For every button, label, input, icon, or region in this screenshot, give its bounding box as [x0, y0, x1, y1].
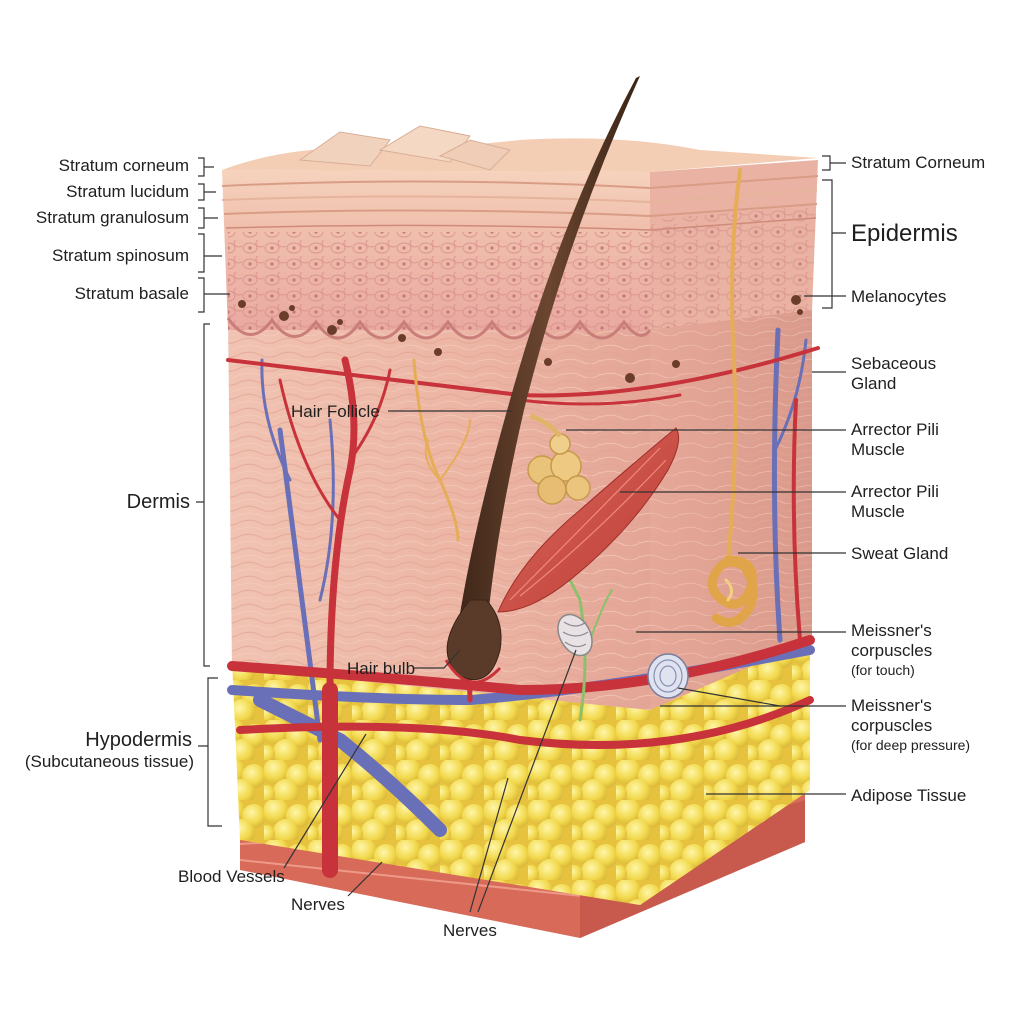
label-hypodermis: Hypodermis	[85, 729, 192, 751]
label-subcutaneous-tissue: (Subcutaneous tissue)	[24, 752, 194, 771]
label-nerves-1: Nerves	[291, 895, 345, 914]
label-dermis: Dermis	[126, 491, 190, 513]
label-arrector-a-line1: Arrector Pili	[851, 420, 939, 439]
label-blood-vessels: Blood Vessels	[178, 867, 285, 886]
label-meissner-a-line2: corpuscles	[851, 641, 933, 660]
label-arrector-pili-a: Arrector Pili Muscle	[851, 420, 939, 460]
label-meissner-b-line3: (for deep pressure)	[851, 737, 971, 753]
pacinian-corpuscle-pressure	[647, 653, 689, 699]
label-meissner-a-line1: Meissner's	[851, 621, 932, 640]
label-stratum-lucidum: Stratum lucidum	[66, 182, 189, 201]
label-stratum-spinosum: Stratum spinosum	[52, 246, 189, 265]
label-sebaceous-line1: Sebaceous	[851, 354, 937, 373]
label-arrector-pili-b: Arrector Pili Muscle	[851, 482, 939, 522]
label-arrector-b-line2: Muscle	[851, 502, 905, 521]
label-melanocytes: Melanocytes	[851, 287, 947, 306]
label-sweat-gland: Sweat Gland	[851, 544, 949, 563]
melanocyte-cells	[238, 295, 803, 383]
label-arrector-b-line1: Arrector Pili	[851, 482, 939, 501]
label-nerves-2: Nerves	[443, 921, 497, 940]
hair-shaft-and-follicle	[444, 76, 640, 684]
label-epidermis: Epidermis	[851, 220, 958, 247]
label-adipose-tissue: Adipose Tissue	[851, 786, 967, 805]
sebaceous-gland	[527, 413, 591, 505]
blood-vessels	[226, 327, 820, 878]
label-hair-bulb: Hair bulb	[347, 659, 416, 678]
label-arrector-a-line2: Muscle	[851, 440, 905, 459]
label-meissner-b-line2: corpuscles	[851, 716, 933, 735]
label-meissner-pressure: Meissner's corpuscles (for deep pressure…	[851, 696, 970, 754]
label-hair-follicle: Hair Follicle	[291, 402, 380, 421]
sweat-gland	[707, 555, 758, 627]
label-meissner-a-line3: (for touch)	[851, 662, 915, 678]
label-meissner-touch: Meissner's corpuscles (for touch)	[851, 621, 932, 679]
label-stratum-corneum-left: Stratum corneum	[58, 156, 189, 175]
nerve-fibers	[412, 168, 742, 722]
label-sebaceous-gland: Sebaceous Gland	[851, 354, 936, 394]
meissner-corpuscle-touch	[557, 613, 593, 657]
label-sebaceous-line2: Gland	[851, 374, 897, 393]
label-stratum-corneum-right: Stratum Corneum	[851, 153, 986, 172]
label-stratum-granulosum: Stratum granulosum	[35, 208, 189, 227]
label-stratum-basale: Stratum basale	[74, 284, 189, 303]
label-meissner-b-line1: Meissner's	[851, 696, 932, 715]
